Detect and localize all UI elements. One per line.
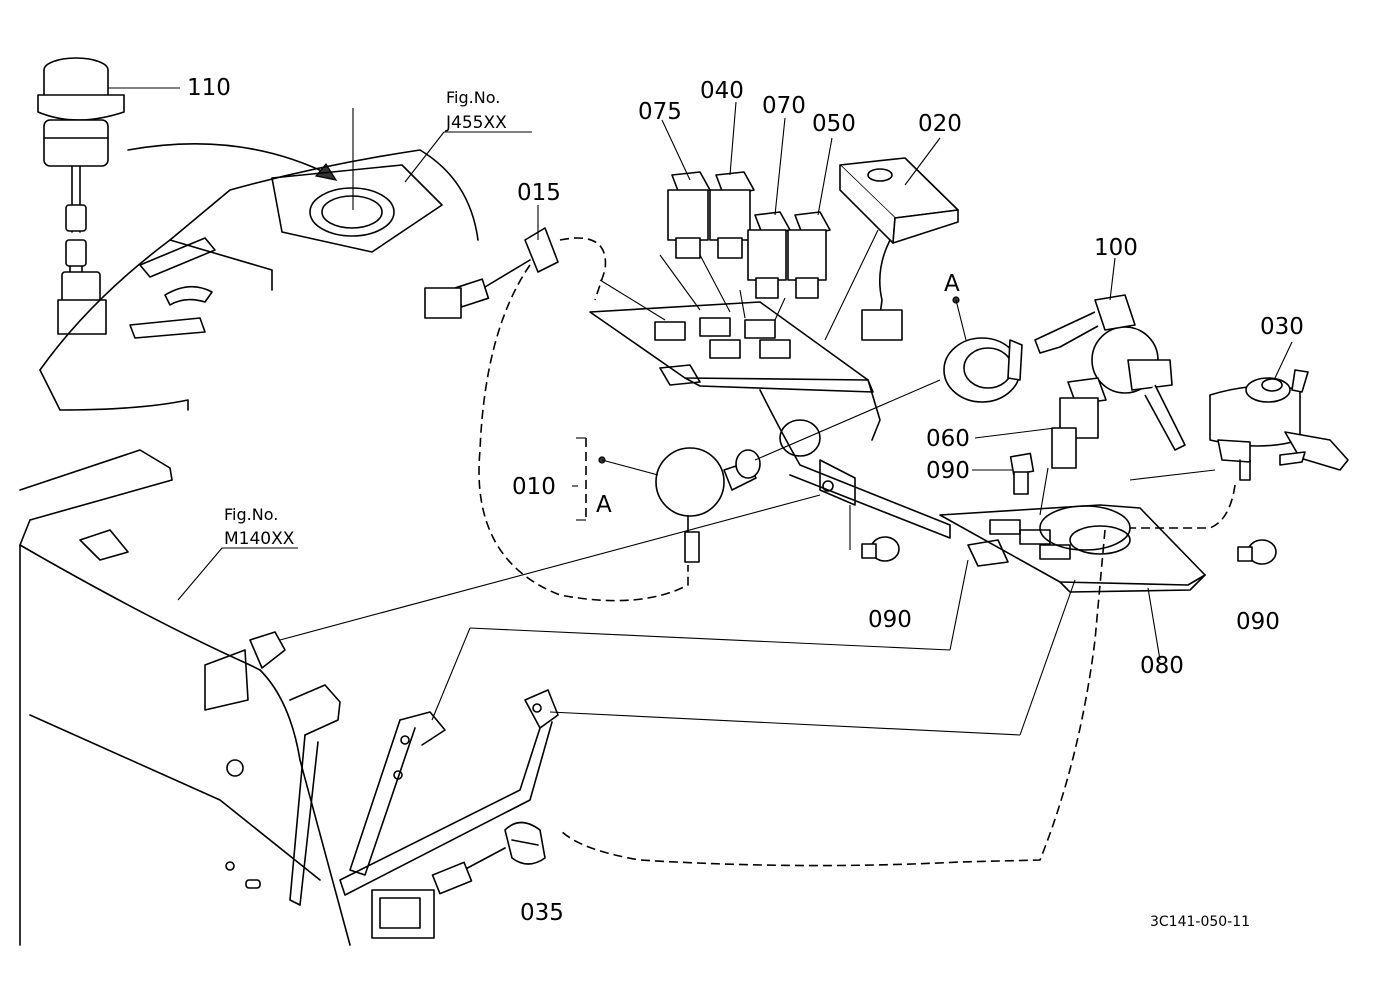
label-090-right: 090: [1236, 609, 1280, 635]
figure-ref-label: Fig.No.: [446, 88, 500, 107]
part-015-wire-clip: [424, 227, 559, 319]
part-090-bolt-upper: [1009, 452, 1035, 495]
part-075-switch: [667, 171, 711, 259]
label-030: 030: [1260, 314, 1304, 340]
figure-ref-code: M140XX: [224, 529, 295, 549]
part-070-switch: [747, 211, 791, 299]
label-010: 010: [512, 474, 556, 500]
part-060-switch: [1051, 377, 1107, 469]
part-090-bolt-left: [861, 536, 900, 562]
lower-bracket-assembly: [289, 684, 559, 906]
main-body-panel: [19, 449, 351, 946]
detail-marker-a-left: A: [596, 492, 612, 518]
label-040: 040: [700, 78, 744, 104]
label-110: 110: [187, 75, 231, 101]
leader-lines: [108, 87, 1293, 736]
knob-insertion-arrow: [127, 143, 331, 176]
dashboard-panel-upper: [39, 108, 479, 411]
label-070: 070: [762, 93, 806, 119]
part-030-key-switch: [1209, 369, 1349, 481]
label-050: 050: [812, 111, 856, 137]
label-100: 100: [1094, 235, 1138, 261]
label-075: 075: [638, 99, 682, 125]
figure-ref-m140xx: Fig.No. M140XX: [177, 505, 298, 601]
label-090-left: 090: [868, 607, 912, 633]
drawing-code: 3C141-050-11: [1150, 914, 1250, 930]
label-080: 080: [1140, 653, 1184, 679]
wire-routes: [478, 237, 1236, 867]
part-100-keys: [1034, 294, 1186, 451]
figure-ref-j455xx: Fig.No. J455XX: [404, 88, 532, 183]
part-a-bushing: [943, 296, 1023, 403]
part-035-wire-clamp: [371, 821, 546, 939]
figure-ref-code: J455XX: [445, 113, 507, 133]
label-035: 035: [520, 900, 564, 926]
part-010-round-switch: [655, 447, 761, 563]
part-080-panel: [939, 504, 1206, 593]
detail-marker-a-top: A: [944, 271, 960, 297]
part-090-bolt-right: [1237, 539, 1277, 565]
part-020-indicator-lamp: [839, 157, 959, 341]
label-090-upper: 090: [926, 458, 970, 484]
label-015: 015: [517, 180, 561, 206]
label-020: 020: [918, 111, 962, 137]
figure-ref-label: Fig.No.: [224, 505, 278, 524]
part-110-knob-switch: [37, 57, 125, 335]
part-050-switch: [787, 211, 831, 299]
switch-mounting-bracket: [589, 301, 951, 539]
part-040-switch: [709, 171, 755, 259]
label-060: 060: [926, 426, 970, 452]
